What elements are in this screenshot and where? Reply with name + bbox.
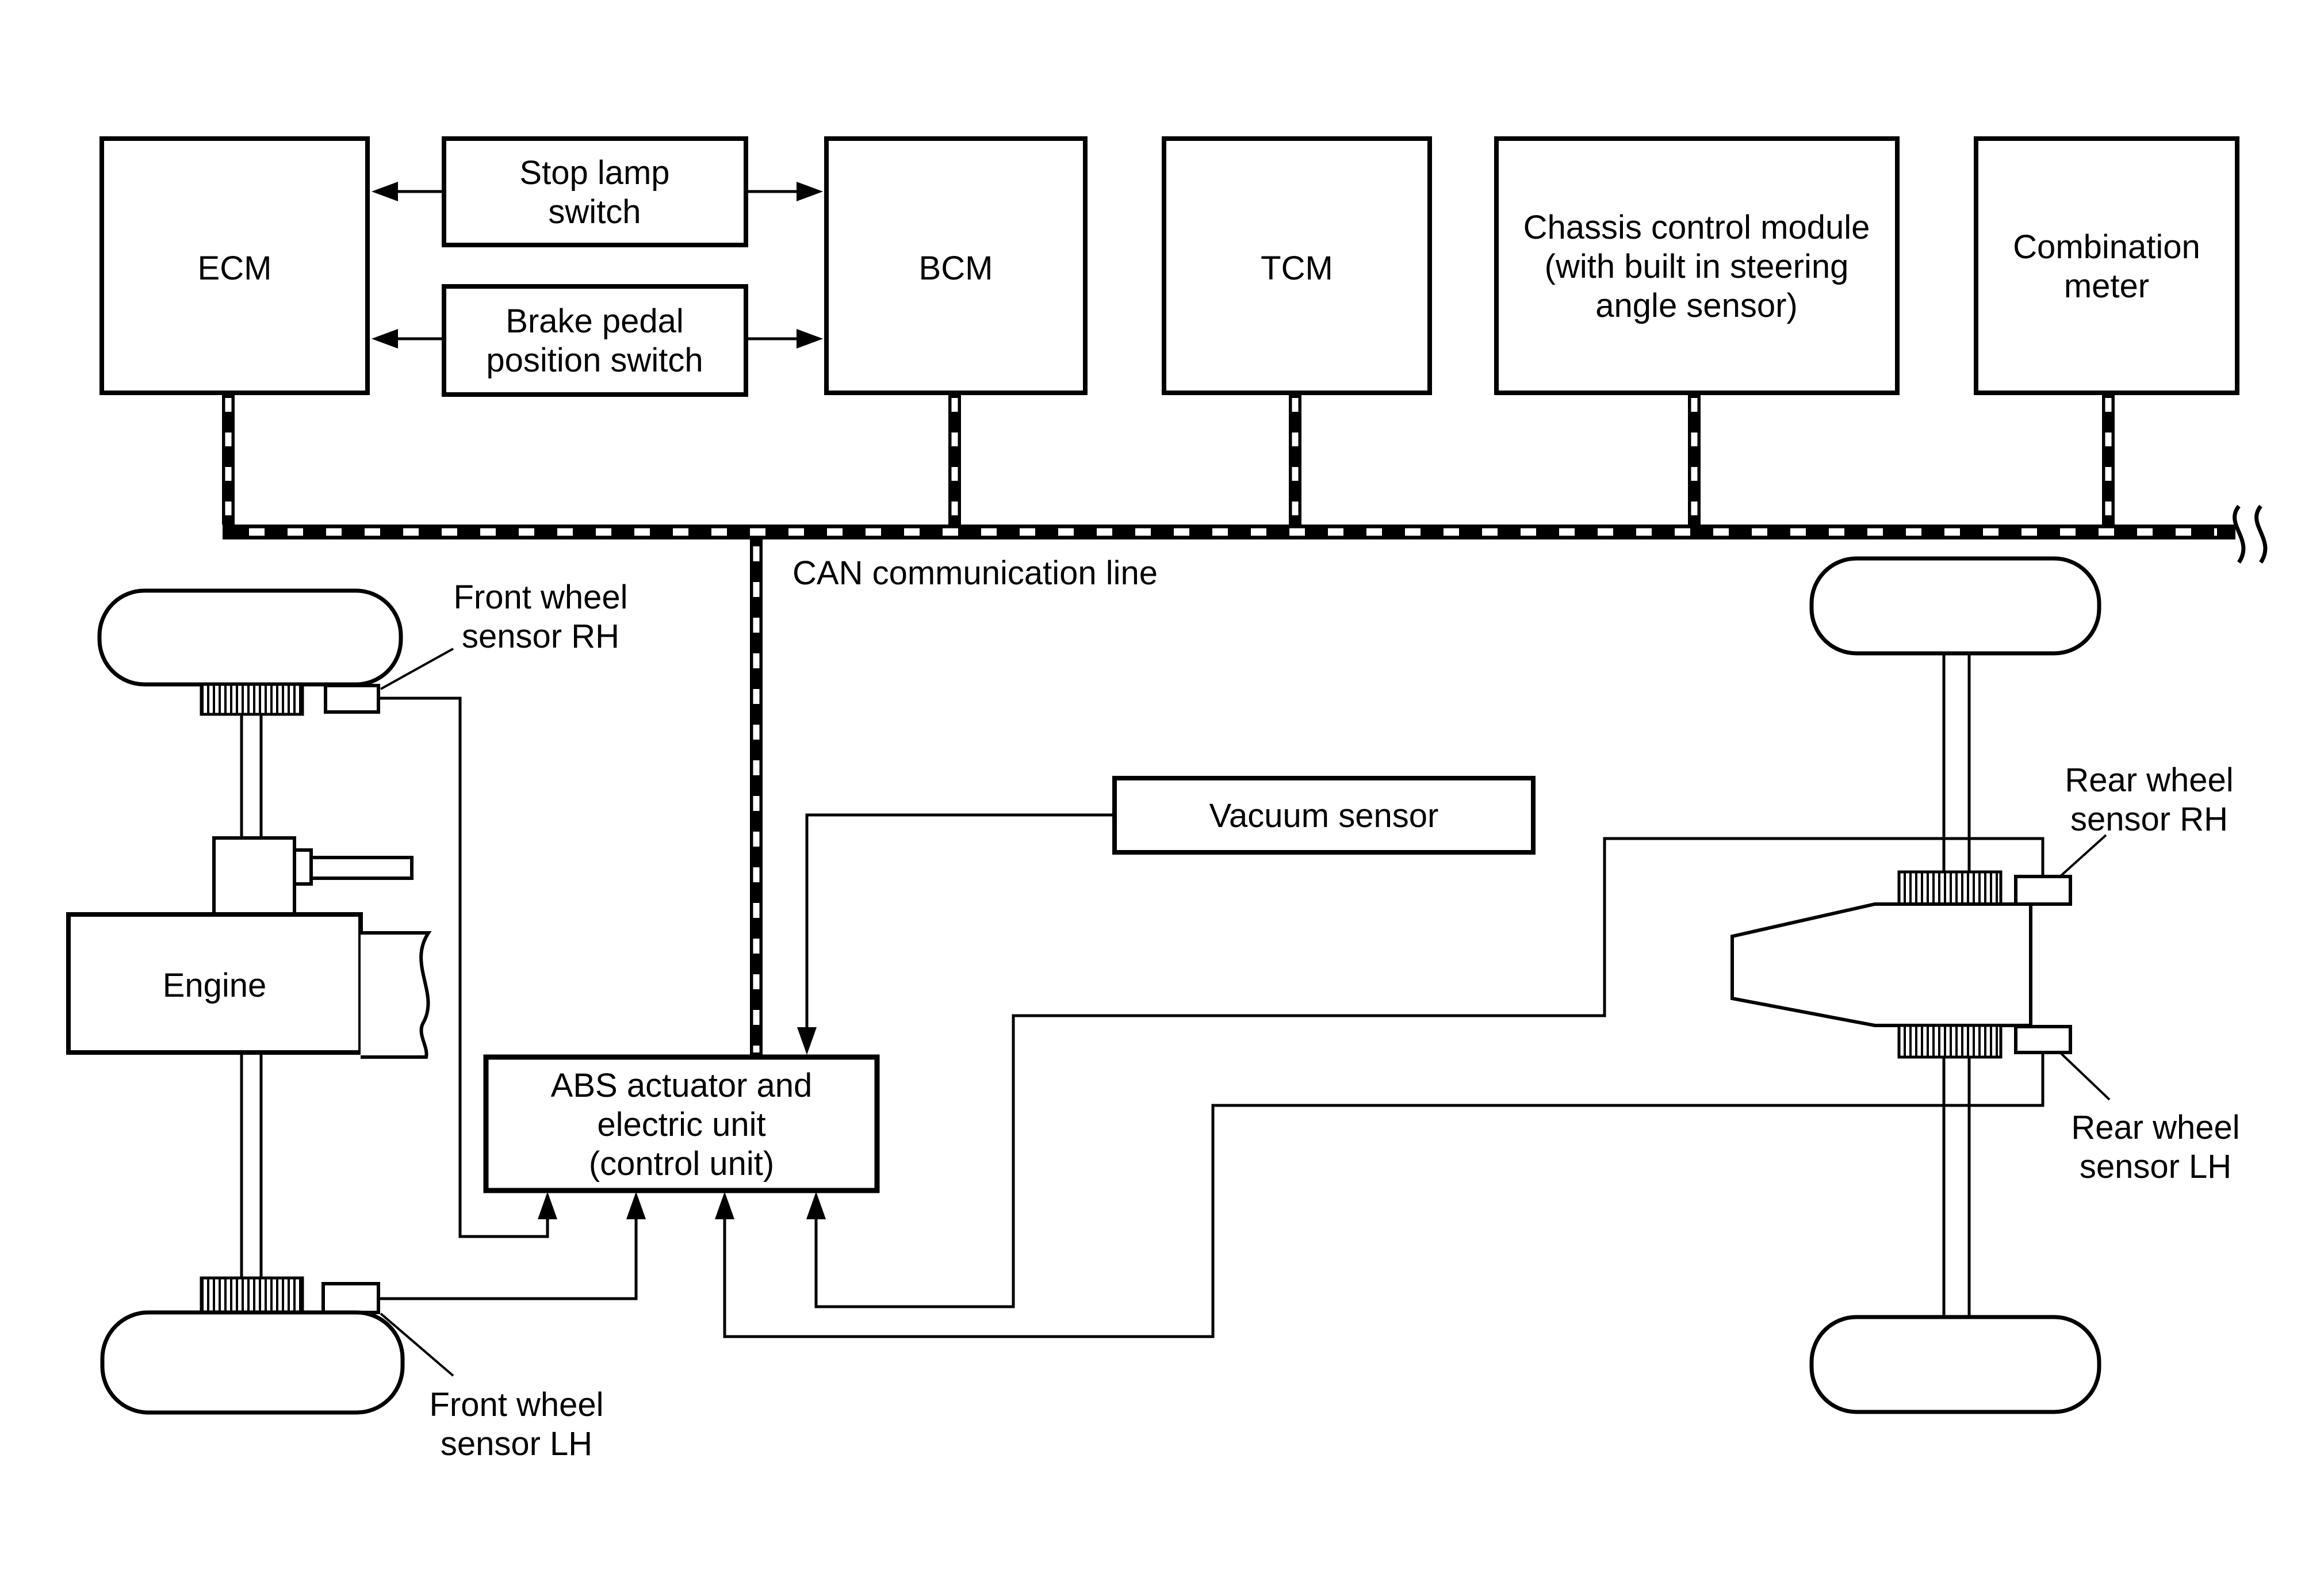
front-lh-label-line2: sensor LH: [441, 1425, 592, 1463]
ecm-box: [99, 136, 370, 395]
engine-torn-edge: [361, 931, 432, 1059]
stop-lamp-arrows: [372, 182, 823, 201]
rear-lh-sensor-rotor: [1897, 1024, 2003, 1059]
vacuum-sensor-label: Vacuum sensor: [1209, 797, 1439, 835]
abs-unit-label-line1: ABS actuator and: [551, 1067, 813, 1104]
combination-meter-label-line1: Combination: [2013, 228, 2200, 266]
can-line-label: CAN communication line: [792, 554, 1158, 592]
rear-wheel-rh: [1809, 556, 2101, 656]
vacuum-sensor-box: [1112, 776, 1536, 855]
front-lh-sensor-rotor: [200, 1276, 304, 1314]
vacuum-sensor-wire: [805, 813, 1115, 1027]
front-rh-sensor-rotor: [200, 683, 304, 716]
stop-lamp-switch-label-line2: switch: [548, 193, 641, 231]
rear-rh-label-line2: sensor RH: [2070, 801, 2228, 838]
arrow-up-icon: [626, 1192, 646, 1219]
chassis-control-label-line3: angle sensor): [1595, 287, 1797, 324]
abs-unit-label-line2: electric unit: [597, 1106, 765, 1143]
arrow-up-icon: [538, 1192, 557, 1219]
rear-rh-sensor-rotor: [1897, 870, 2003, 906]
front-rh-pointer-line: [380, 648, 454, 690]
front-rh-label-line1: Front wheel: [453, 579, 627, 616]
rear-rh-sensor-wire: [814, 837, 2044, 1308]
can-continuation-squiggle: [2254, 504, 2268, 564]
annotation-front-lh: Front wheel sensor LH: [380, 1312, 604, 1463]
chassis-control-label-line2: (with built in steering: [1545, 248, 1849, 285]
annotation-rear-rh: Rear wheel sensor RH: [2059, 761, 2234, 878]
can-continuation-squiggle: [2233, 504, 2246, 564]
module-vacuum-sensor: Vacuum sensor: [1112, 776, 1536, 855]
rear-differential: [1730, 902, 2032, 1027]
transaxle-box: [212, 836, 296, 916]
module-tcm: TCM: [1162, 136, 1432, 395]
chassis-control-label-line1: Chassis control module: [1523, 209, 1870, 246]
combination-meter-box: [1974, 136, 2239, 395]
annotation-front-rh: Front wheel sensor RH: [380, 579, 628, 690]
front-wheel-sensor-lh-box: [321, 1282, 380, 1314]
bcm-label: BCM: [919, 250, 993, 287]
rear-rh-pointer-line: [2059, 834, 2107, 878]
module-stop-lamp-switch: Stop lamp switch: [442, 136, 748, 247]
abs-unit-box: [483, 1054, 880, 1193]
drive-shaft-stub: [309, 856, 414, 880]
bcm-box: [824, 136, 1088, 395]
rear-lh-sensor-wire: [723, 1052, 2044, 1338]
rear-rh-label-line1: Rear wheel: [2065, 761, 2233, 799]
module-abs-unit: ABS actuator and electric unit (control …: [483, 1054, 880, 1193]
tcm-label: TCM: [1261, 250, 1333, 287]
front-rh-label-line2: sensor RH: [462, 618, 619, 655]
rear-wheel-sensor-rh-box: [2014, 875, 2072, 906]
transaxle-flange: [293, 848, 313, 886]
front-wheel-sensor-rh-box: [324, 684, 380, 714]
can-bus: CAN communication line: [222, 393, 2268, 1057]
arrow-up-icon: [806, 1192, 826, 1219]
module-brake-pedal-position-switch: Brake pedal position switch: [442, 284, 748, 397]
front-axle-assembly: Engine: [66, 588, 432, 1415]
engine-label: Engine: [163, 967, 267, 1004]
front-wheel-lh: [100, 1310, 405, 1415]
abs-unit-label-line3: (control unit): [589, 1145, 774, 1182]
brake-pedal-switch-label-line1: Brake pedal: [506, 303, 684, 340]
module-bcm: BCM: [824, 136, 1088, 395]
front-rh-sensor-wire: [378, 696, 549, 1238]
ecm-label: ECM: [198, 250, 272, 287]
annotation-rear-lh: Rear wheel sensor LH: [2059, 1051, 2240, 1185]
module-combination-meter: Combination meter: [1974, 136, 2239, 395]
rear-wheel-sensor-lh-box: [2014, 1025, 2072, 1054]
sensor-wires: [378, 696, 2044, 1338]
arrow-into-bcm-icon: [797, 182, 823, 201]
rear-lh-label-line1: Rear wheel: [2071, 1109, 2239, 1146]
brake-pedal-switch-label-line2: position switch: [486, 342, 703, 379]
rear-lh-label-line2: sensor LH: [2080, 1148, 2231, 1185]
brake-pedal-switch-box: [442, 284, 748, 397]
stop-lamp-switch-label-line1: Stop lamp: [519, 154, 669, 192]
chassis-control-box: [1494, 136, 1900, 395]
arrow-into-ecm-icon: [372, 329, 398, 349]
arrow-up-icon: [715, 1192, 734, 1219]
tcm-box: [1162, 136, 1432, 395]
front-lh-label-line1: Front wheel: [429, 1386, 603, 1423]
rear-wheel-lh: [1809, 1315, 2101, 1414]
brake-pedal-arrows: [372, 329, 823, 349]
arrow-into-bcm-icon: [797, 329, 823, 349]
module-ecm: ECM: [99, 136, 370, 395]
rear-lh-pointer-line: [2059, 1051, 2111, 1101]
module-chassis-control: Chassis control module (with built in st…: [1494, 136, 1900, 395]
arrow-into-ecm-icon: [372, 182, 398, 201]
front-lh-pointer-line: [380, 1312, 454, 1377]
combination-meter-label-line2: meter: [2064, 267, 2149, 305]
front-lh-sensor-wire: [378, 1219, 638, 1300]
front-wheel-rh: [97, 588, 403, 687]
rear-axle-assembly: [1730, 556, 2101, 1414]
arrow-down-icon: [797, 1027, 817, 1055]
